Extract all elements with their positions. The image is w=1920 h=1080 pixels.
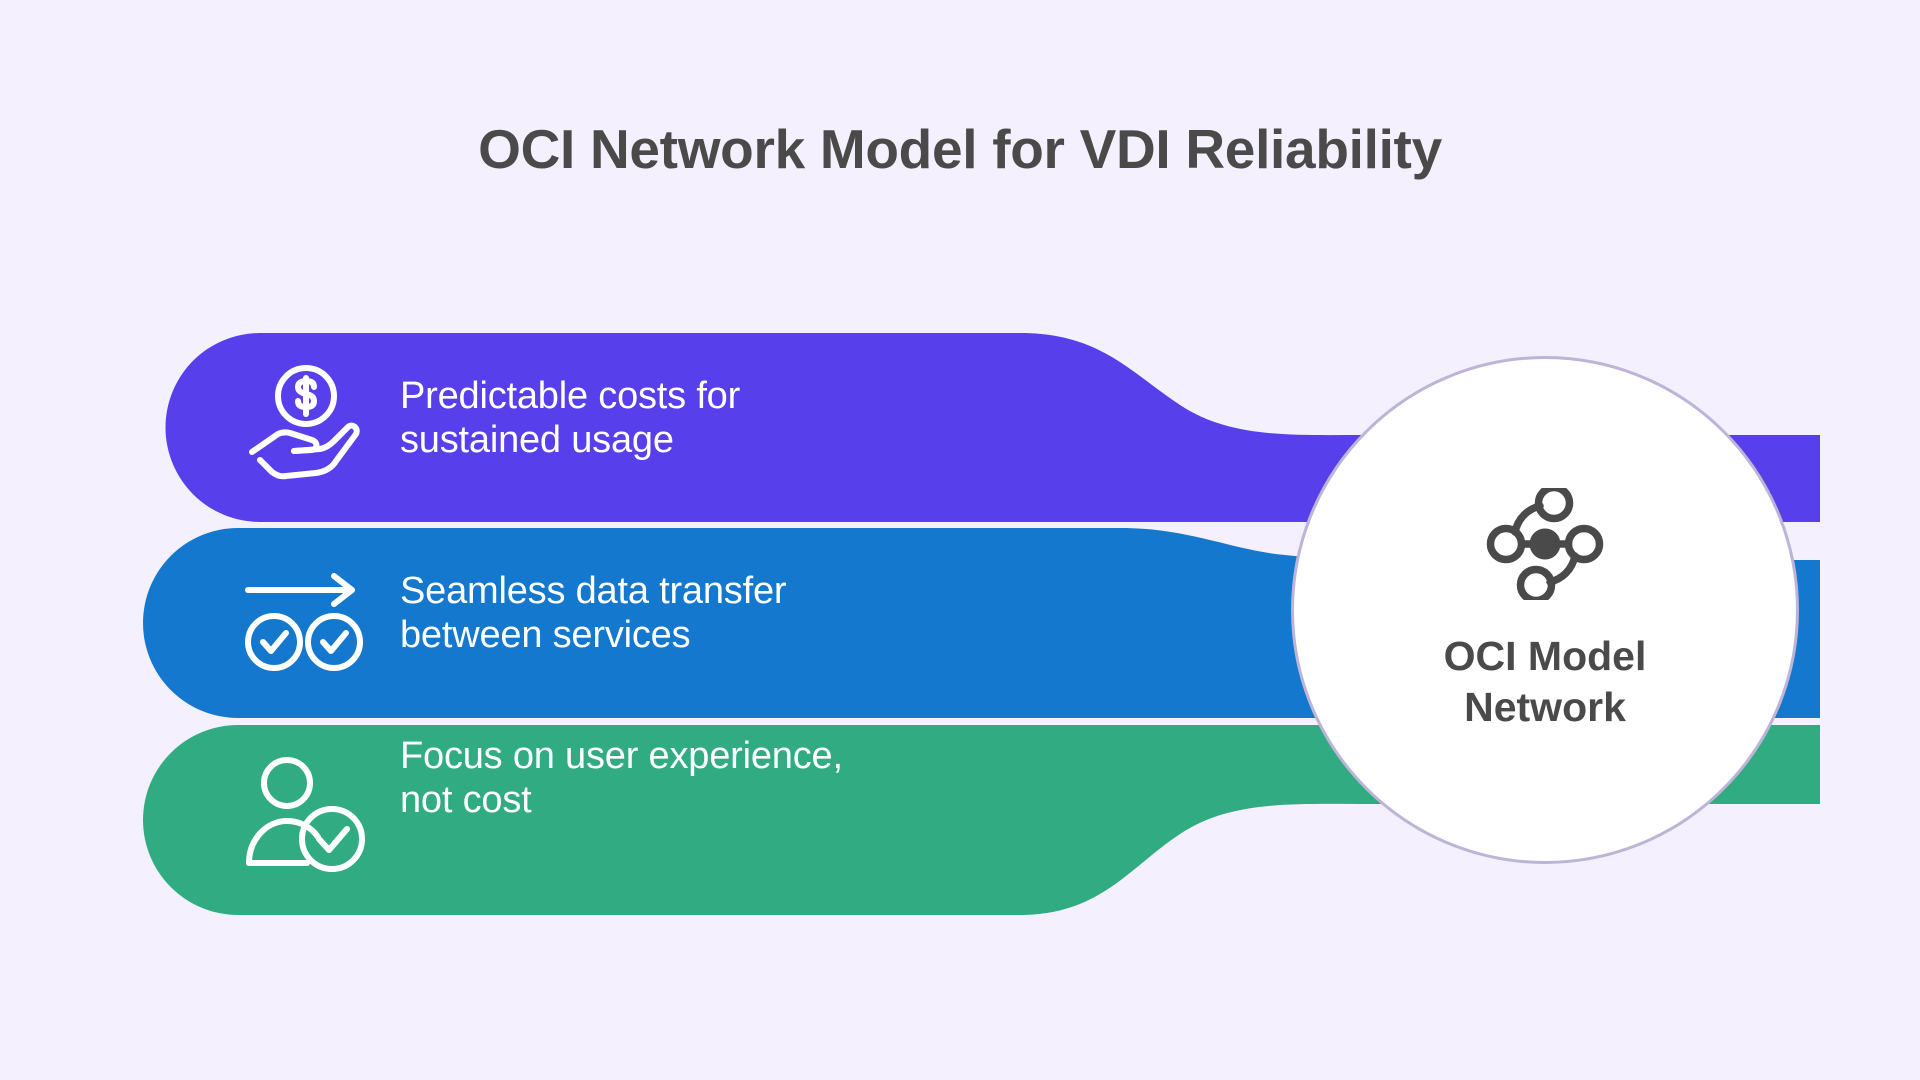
network-nodes-icon-glyph — [1486, 484, 1604, 605]
page-title: OCI Network Model for VDI Reliability — [478, 118, 1442, 180]
row-icon-user-experience-focus — [245, 755, 371, 880]
row-text-seamless-data-transfer: Seamless data transfer between services — [400, 570, 787, 656]
network-nodes-icon — [1484, 484, 1606, 605]
row-text-predictable-costs: Predictable costs for sustained usage — [400, 375, 741, 461]
row-icon-seamless-data-transfer — [242, 568, 366, 683]
hub-label: OCI Model Network — [1443, 633, 1647, 730]
hub-circle-oci-model-network[interactable]: OCI Model Network — [1291, 356, 1799, 864]
row-text-user-experience-focus: Focus on user experience, not cost — [400, 735, 843, 821]
user-with-check-icon — [246, 757, 365, 872]
arrow-with-two-check-circles-icon — [245, 573, 363, 671]
hand-holding-dollar-coin-icon — [249, 365, 360, 480]
row-icon-predictable-costs — [242, 360, 366, 489]
